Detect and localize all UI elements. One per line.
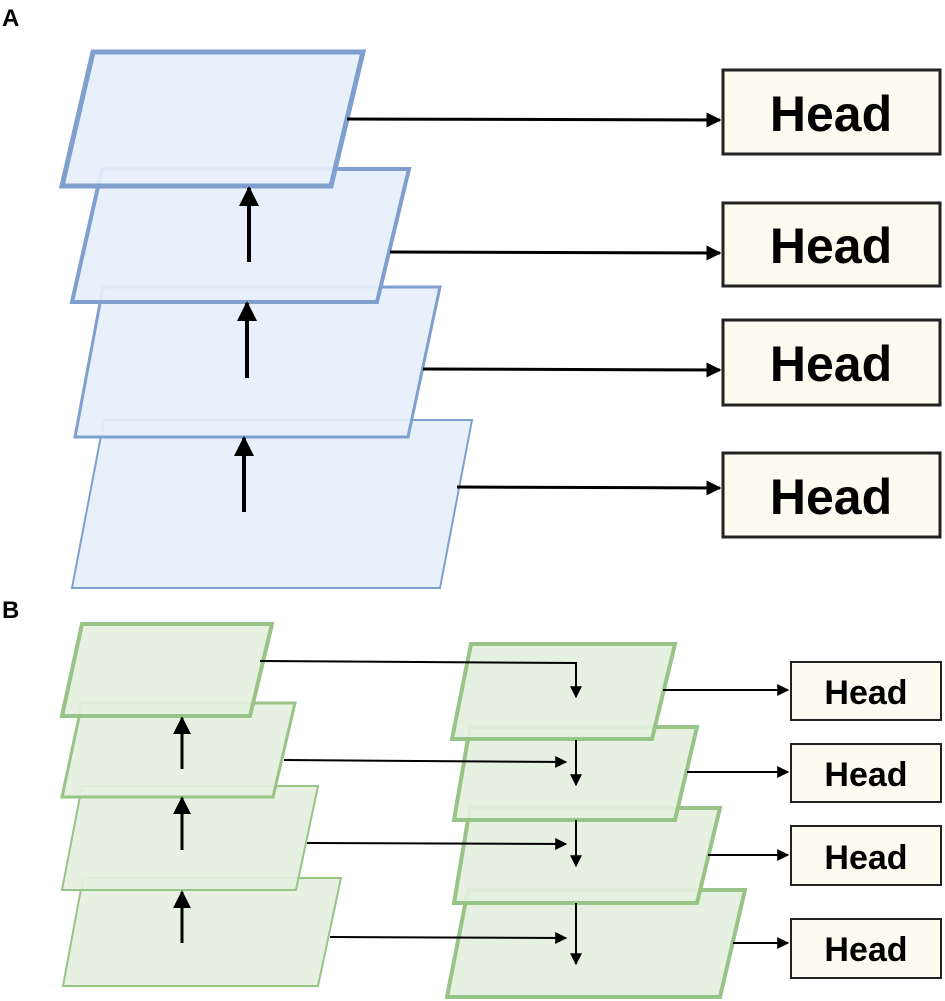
head-label-a-2: Head bbox=[770, 218, 892, 274]
head-box-a-3: Head bbox=[721, 318, 942, 407]
head-label-b-4: Head bbox=[824, 931, 907, 969]
head-label-a-3: Head bbox=[770, 336, 892, 392]
bottomup-layer-b-1 bbox=[59, 622, 275, 718]
head-arrow-a-1 bbox=[346, 112, 722, 128]
head-label-b-3: Head bbox=[824, 839, 907, 877]
topdown-layer-b-1 bbox=[449, 642, 678, 741]
head-arrow-a-2 bbox=[389, 245, 722, 261]
head-box-b-3: Head bbox=[790, 825, 942, 886]
head-box-b-2: Head bbox=[790, 743, 942, 803]
topdown-layer-b-3 bbox=[451, 806, 723, 905]
head-arrow-a-4 bbox=[456, 480, 722, 496]
head-label-a-1: Head bbox=[770, 86, 892, 142]
panel-b-label: B bbox=[2, 597, 19, 624]
panel-a-label: A bbox=[2, 5, 19, 32]
lateral-arrow-b-4 bbox=[329, 931, 568, 944]
bottomup-layer-b-4 bbox=[61, 877, 343, 987]
panel-b: B Head bbox=[2, 597, 942, 999]
head-box-a-1: Head bbox=[721, 68, 942, 156]
head-label-b-1: Head bbox=[824, 674, 907, 712]
pyramid-layer-a-3 bbox=[73, 285, 442, 439]
bottomup-layer-b-3 bbox=[60, 785, 320, 891]
head-box-b-1: Head bbox=[790, 661, 942, 721]
lateral-arrow-b-2 bbox=[283, 755, 568, 768]
head-arrow-a-3 bbox=[422, 362, 722, 378]
head-box-b-4: Head bbox=[790, 918, 942, 979]
head-label-b-2: Head bbox=[824, 756, 907, 794]
lateral-arrow-b-1 bbox=[259, 660, 582, 699]
topdown-layer-b-4 bbox=[444, 888, 748, 999]
head-box-a-4: Head bbox=[721, 451, 942, 539]
lateral-arrow-b-3 bbox=[306, 837, 568, 850]
pyramid-layer-a-4 bbox=[70, 419, 474, 589]
head-label-a-4: Head bbox=[770, 469, 892, 525]
pyramid-layer-a-1 bbox=[58, 49, 367, 189]
pyramid-layer-a-2 bbox=[69, 167, 412, 304]
panel-a: A Head Head Head Head bbox=[2, 5, 942, 589]
head-box-a-2: Head bbox=[721, 201, 942, 288]
